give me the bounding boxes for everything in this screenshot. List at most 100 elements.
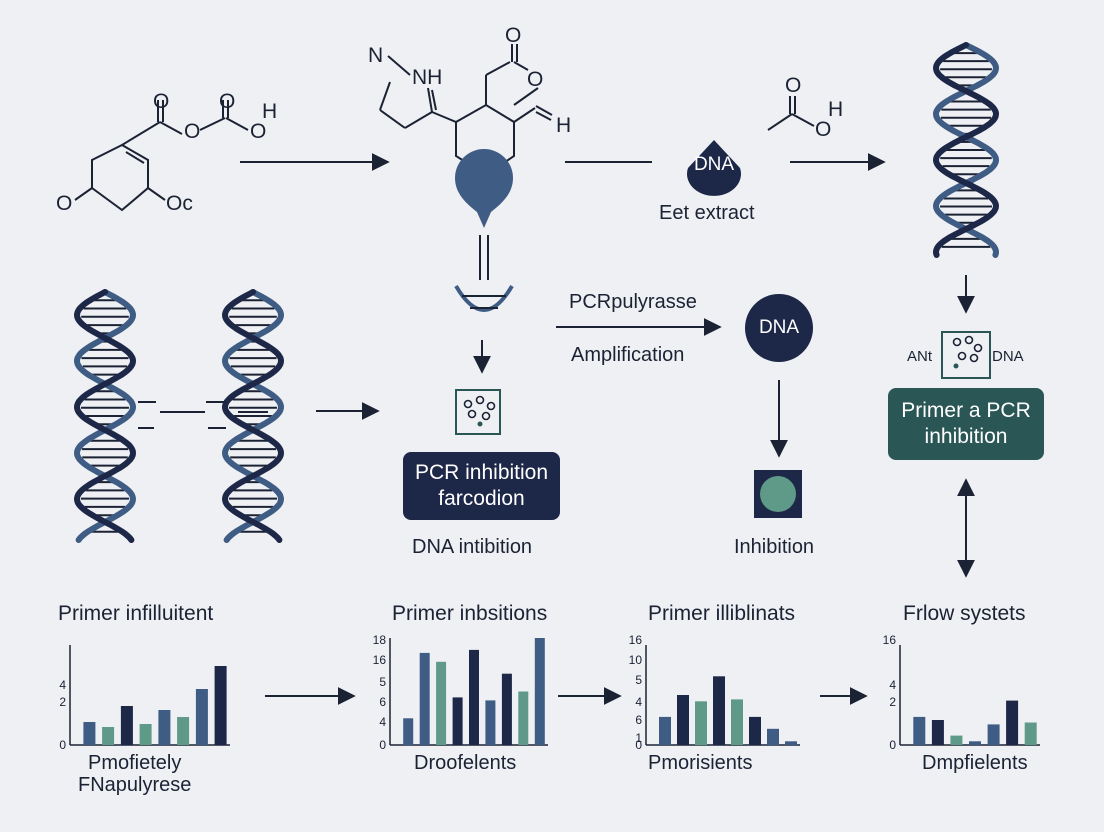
helix-connector <box>138 401 268 429</box>
tick-label: 0 <box>889 738 896 752</box>
center-molecule <box>379 44 553 280</box>
helix-strand <box>221 289 285 543</box>
bar <box>485 700 496 745</box>
tick-label: 0 <box>59 738 66 752</box>
left-molecule-atom-7: Oc <box>166 192 193 215</box>
left-molecule-atom-6: O <box>56 192 72 215</box>
pcr-inhibition-box: PCR inhibition farcodion <box>403 452 560 520</box>
bar <box>950 735 963 745</box>
tick-label: 2 <box>59 695 66 709</box>
center-molecule-atom-1: N <box>368 44 383 67</box>
left-molecule-atom-4: H <box>262 100 277 123</box>
tick-label: 6 <box>379 695 386 709</box>
chart-1-xlabel-line1: Pmofietely <box>88 752 182 774</box>
bar <box>139 724 152 745</box>
ant-label: ANt <box>907 348 933 365</box>
tick-label: 4 <box>59 678 66 692</box>
left-molecule-atom-2: O <box>184 120 200 143</box>
primer-box-line2: inhibition <box>924 425 1008 448</box>
chart-2-title: Primer inbsitions <box>392 602 548 625</box>
cup-icon <box>454 284 514 312</box>
bar <box>452 697 463 745</box>
chart-1: 4 2 0 <box>59 645 230 752</box>
left-molecule <box>74 100 249 212</box>
chart-4-title: Frlow systets <box>903 602 1026 625</box>
pcr-box-line2: farcodion <box>438 487 525 510</box>
helix-strand <box>73 289 137 543</box>
bar <box>695 701 707 746</box>
tick-label: 16 <box>373 653 387 667</box>
bar <box>731 699 743 745</box>
bar <box>102 727 115 745</box>
tick-label: 6 <box>635 713 642 727</box>
dna-circle <box>745 294 813 362</box>
particle-sample-icon <box>455 389 501 435</box>
chart-1-title: Primer infilluitent <box>58 602 214 625</box>
center-molecule-atom-3: O <box>505 24 521 47</box>
dna-drop-icon <box>687 140 741 196</box>
helix-icon-left-b <box>221 289 285 543</box>
chart-2-xlabel: Droofelents <box>414 752 517 774</box>
arrow-icon <box>240 153 975 705</box>
chart-3-xlabel: Pmorisients <box>648 752 753 774</box>
tick-label: 4 <box>635 695 642 709</box>
helix-strand <box>73 289 137 543</box>
bar <box>195 689 208 745</box>
amplification-label: Amplification <box>571 344 685 366</box>
dna-intibition-label: DNA intibition <box>412 536 533 558</box>
bar <box>83 722 96 745</box>
tick-label: 10 <box>629 653 643 667</box>
chart-1-xlabel-line2: FNapulyrese <box>78 774 192 796</box>
center-molecule-atom-5: H <box>556 114 571 137</box>
helix-strand <box>221 289 285 543</box>
particle-sample-icon-right <box>941 331 991 379</box>
bar <box>436 661 447 745</box>
tick-label: 16 <box>883 633 897 647</box>
bar <box>1024 722 1037 745</box>
chart-3-title: Primer illiblinats <box>648 602 796 625</box>
bar <box>767 728 779 746</box>
eet-extract-label: Eet extract <box>659 202 755 224</box>
chart-4-xlabel: Dmpfielents <box>922 752 1028 774</box>
center-molecule-atom-2: NH <box>412 66 442 89</box>
bar <box>177 717 190 745</box>
bar <box>214 666 227 745</box>
bar <box>469 649 479 745</box>
bar <box>713 676 725 746</box>
bar <box>659 716 671 745</box>
right-molecule <box>767 96 815 131</box>
bar <box>158 710 171 745</box>
inhibition-label: Inhibition <box>734 536 815 558</box>
helix-strand <box>932 42 1000 258</box>
primer-pcr-box: Primer a PCR inhibition <box>888 388 1044 460</box>
tick-label: 16 <box>629 633 643 647</box>
left-molecule-atom-1: O <box>153 90 169 113</box>
bar <box>518 691 529 745</box>
bar <box>913 716 926 745</box>
pcr-polymerase-label: PCRpulyrasse <box>569 291 697 313</box>
right-molecule-atom-3: H <box>828 98 843 121</box>
tick-label: 5 <box>635 673 642 687</box>
dna-small-label: DNA <box>992 348 1024 365</box>
bar <box>1006 700 1019 745</box>
tick-label: 4 <box>889 678 896 692</box>
helix-strand <box>932 42 1000 258</box>
left-molecule-atom-5: O <box>250 120 266 143</box>
dna-drop-label: DNA <box>693 154 735 175</box>
drop-icon <box>455 149 513 228</box>
tick-label: 18 <box>373 633 387 647</box>
bar <box>677 695 689 745</box>
bar <box>403 718 414 746</box>
right-molecule-atom-1: O <box>785 74 801 97</box>
dna-circle-label: DNA <box>758 317 800 338</box>
bar <box>419 652 430 745</box>
bar <box>987 724 1000 745</box>
inhibition-dot <box>760 476 796 512</box>
primer-box-line1: Primer a PCR <box>901 399 1031 422</box>
pcr-box-line1: PCR inhibition <box>414 461 549 484</box>
center-molecule-atom-4: O <box>527 68 543 91</box>
